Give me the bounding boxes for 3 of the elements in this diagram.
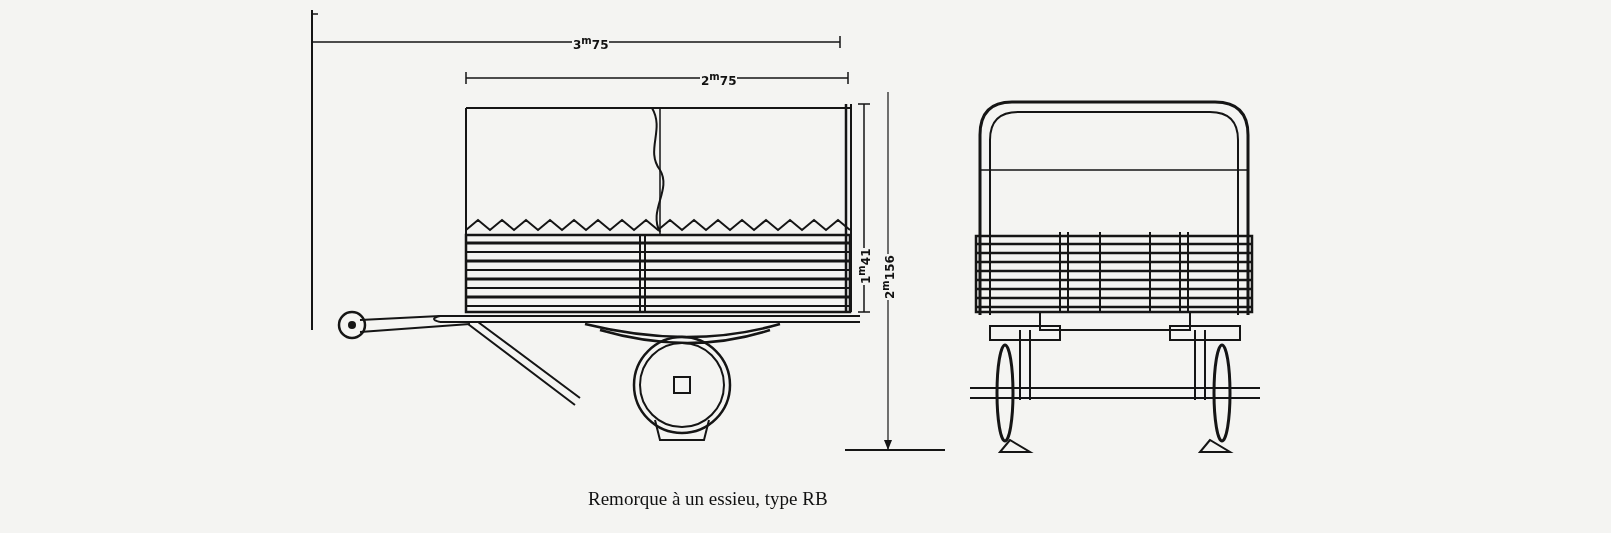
dimension-label: 3$^{m}$75 bbox=[572, 36, 610, 51]
figure-caption: Remorque à un essieu, type RB bbox=[588, 488, 828, 510]
dimension-label: 2$^{m}$75 bbox=[700, 72, 738, 87]
